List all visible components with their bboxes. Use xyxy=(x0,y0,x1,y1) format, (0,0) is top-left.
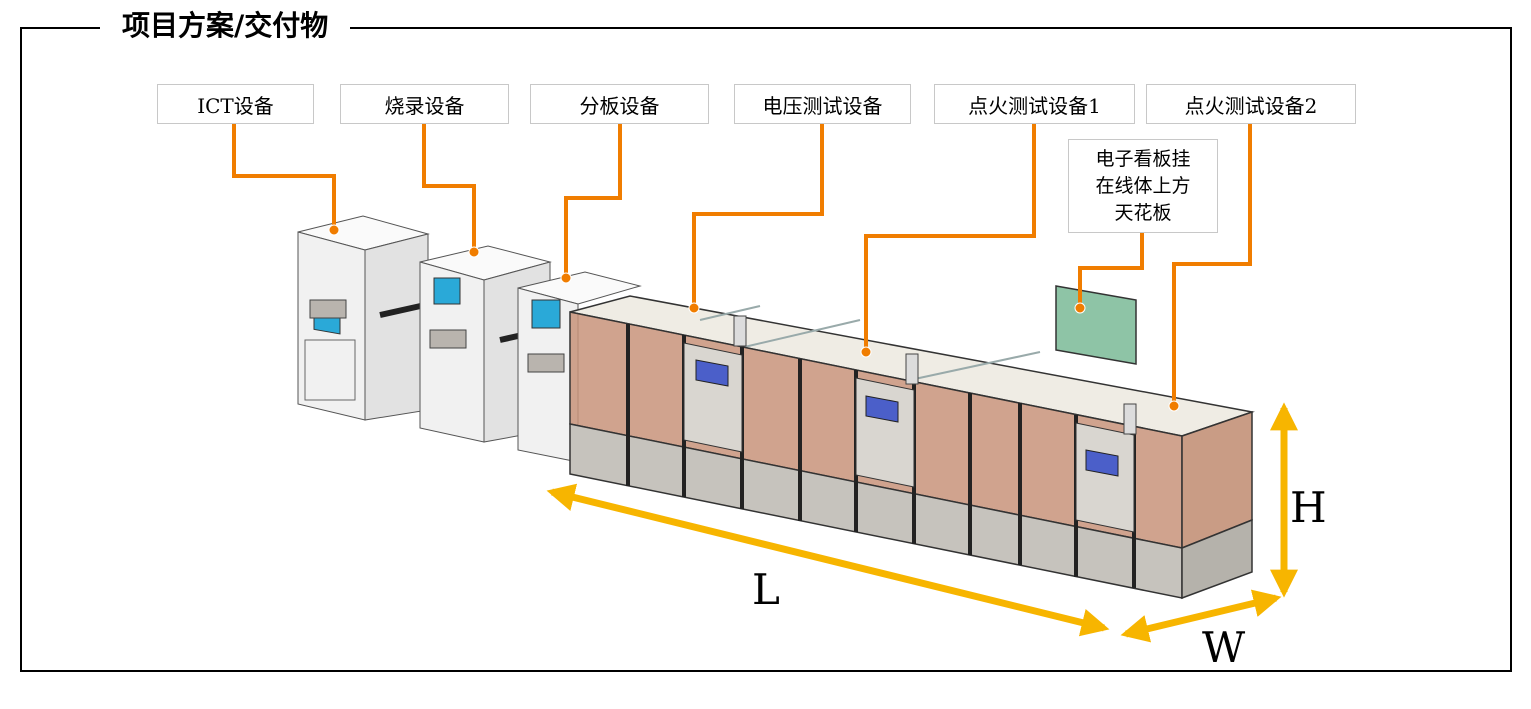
leader-ignition-1 xyxy=(864,124,1036,350)
leader-note-dot xyxy=(1074,302,1086,314)
leader-ict-dot xyxy=(328,224,340,236)
leader-split-dot xyxy=(560,272,572,284)
note-line-1: 电子看板挂 xyxy=(1095,148,1191,170)
height-label: H xyxy=(1290,483,1327,532)
note-box: 电子看板挂 在线体上方 天花板 xyxy=(1068,139,1218,233)
label-ict: ICT设备 xyxy=(157,84,314,124)
leader-lines xyxy=(232,124,1252,404)
leader-burn-dot xyxy=(468,246,480,258)
width-label: W xyxy=(1202,623,1246,672)
label-burn: 烧录设备 xyxy=(340,84,509,124)
length-label: L xyxy=(752,565,780,614)
main-test-line xyxy=(569,295,1255,600)
leader-voltage xyxy=(692,124,824,306)
leader-ict xyxy=(232,124,336,228)
leader-note xyxy=(1078,233,1144,306)
leader-ignition-2-dot xyxy=(1168,400,1180,412)
dimension-arrows xyxy=(546,402,1298,643)
leader-voltage-dot xyxy=(688,302,700,314)
label-voltage: 电压测试设备 xyxy=(734,84,911,124)
section-title: 项目方案/交付物 xyxy=(100,6,351,46)
width-arrow xyxy=(1120,589,1282,643)
leader-ignition-1-dot xyxy=(860,346,872,358)
leader-ignition-2 xyxy=(1172,124,1252,404)
label-split: 分板设备 xyxy=(530,84,709,124)
electronic-board xyxy=(1055,285,1137,365)
label-ignition-1: 点火测试设备1 xyxy=(934,84,1135,124)
label-ignition-2: 点火测试设备2 xyxy=(1146,84,1356,124)
ict-machine xyxy=(297,215,430,421)
diagram-frame xyxy=(20,27,1512,672)
leader-split xyxy=(564,124,622,276)
note-line-3: 天花板 xyxy=(1114,202,1172,224)
length-arrow xyxy=(546,483,1110,637)
leader-burn xyxy=(422,124,476,250)
note-line-2: 在线体上方 xyxy=(1095,175,1191,197)
